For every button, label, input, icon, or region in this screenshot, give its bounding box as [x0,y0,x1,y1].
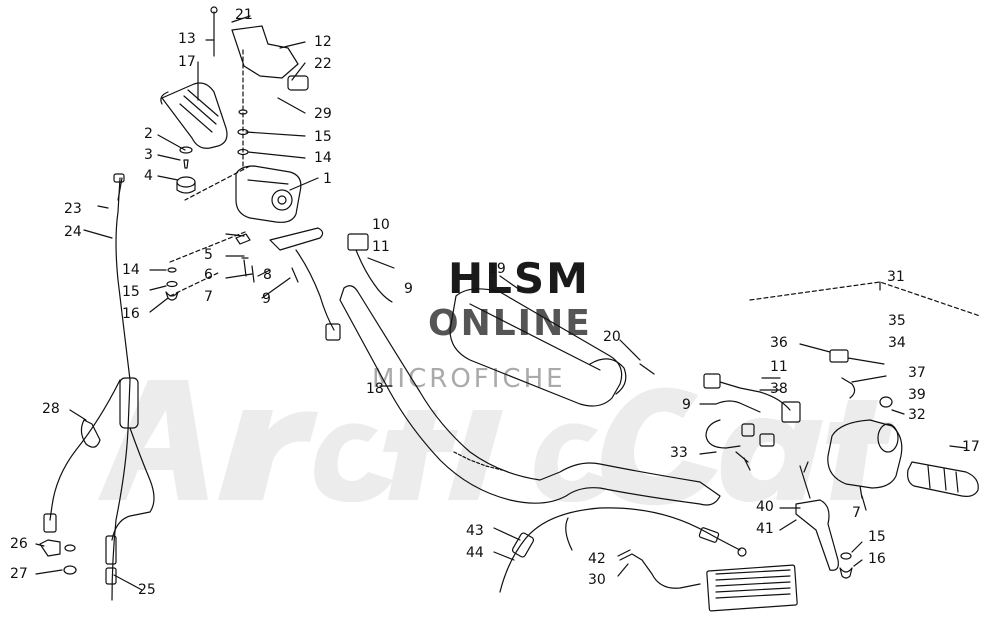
callout-18: 18 [366,381,384,397]
callout-16b: 16 [868,551,886,567]
callout-22: 22 [314,56,332,72]
callout-20: 20 [603,329,621,345]
callout-2: 2 [144,126,153,142]
callout-35: 35 [888,313,906,329]
callout-13: 13 [178,31,196,47]
callout-32: 32 [908,407,926,423]
leader-14 [247,151,306,159]
callout-23: 23 [64,201,82,217]
leader-22 [291,62,306,81]
callout-15: 15 [314,129,332,145]
callout-4: 4 [144,168,153,184]
callout-9a: 9 [404,281,413,297]
callout-34: 34 [888,335,906,351]
callout-14b: 14 [122,262,140,278]
callout-44: 44 [466,545,484,561]
callout-26: 26 [10,536,28,552]
callout-41: 41 [756,521,774,537]
callout-29: 29 [314,106,332,122]
leader-1 [289,177,319,191]
callout-21: 21 [235,7,253,23]
watermark-brand: HLSM [448,254,590,303]
callout-42: 42 [588,551,606,567]
callout-31: 31 [887,269,905,285]
callout-11: 11 [372,239,390,255]
callout-1: 1 [323,171,332,187]
callout-27: 27 [10,566,28,582]
callout-14: 14 [314,150,332,166]
callout-12: 12 [314,34,332,50]
callout-25: 25 [138,582,156,598]
callout-9b: 9 [262,291,271,307]
callout-38: 38 [770,381,788,397]
callout-9c: 9 [682,397,691,413]
callout-15b: 15 [122,284,140,300]
callout-16: 16 [122,306,140,322]
callout-19: 19 [488,261,506,277]
callout-7b: 7 [852,505,861,521]
callout-36: 36 [770,335,788,351]
callout-3: 3 [144,147,153,163]
callout-8: 8 [263,267,272,283]
leader-4 [157,175,179,181]
callout-17: 17 [178,54,196,70]
callout-33: 33 [670,445,688,461]
callout-15c: 15 [868,529,886,545]
callout-6: 6 [204,267,213,283]
callout-7: 7 [204,289,213,305]
callout-40: 40 [756,499,774,515]
callout-5: 5 [204,247,213,263]
callout-39: 39 [908,387,926,403]
callout-24: 24 [64,224,82,240]
leader-29 [277,97,306,114]
callout-30: 30 [588,572,606,588]
callout-11b: 11 [770,359,788,375]
callout-17b: 17 [962,439,980,455]
leader-15 [245,131,306,137]
callout-10: 10 [372,217,390,233]
callout-28: 28 [42,401,60,417]
watermark-microfiche: MICROFICHE [372,364,566,394]
leader-2 [157,134,186,151]
leader-21 [231,15,251,23]
leader-3 [157,154,181,161]
callout-37: 37 [908,365,926,381]
callout-43: 43 [466,523,484,539]
